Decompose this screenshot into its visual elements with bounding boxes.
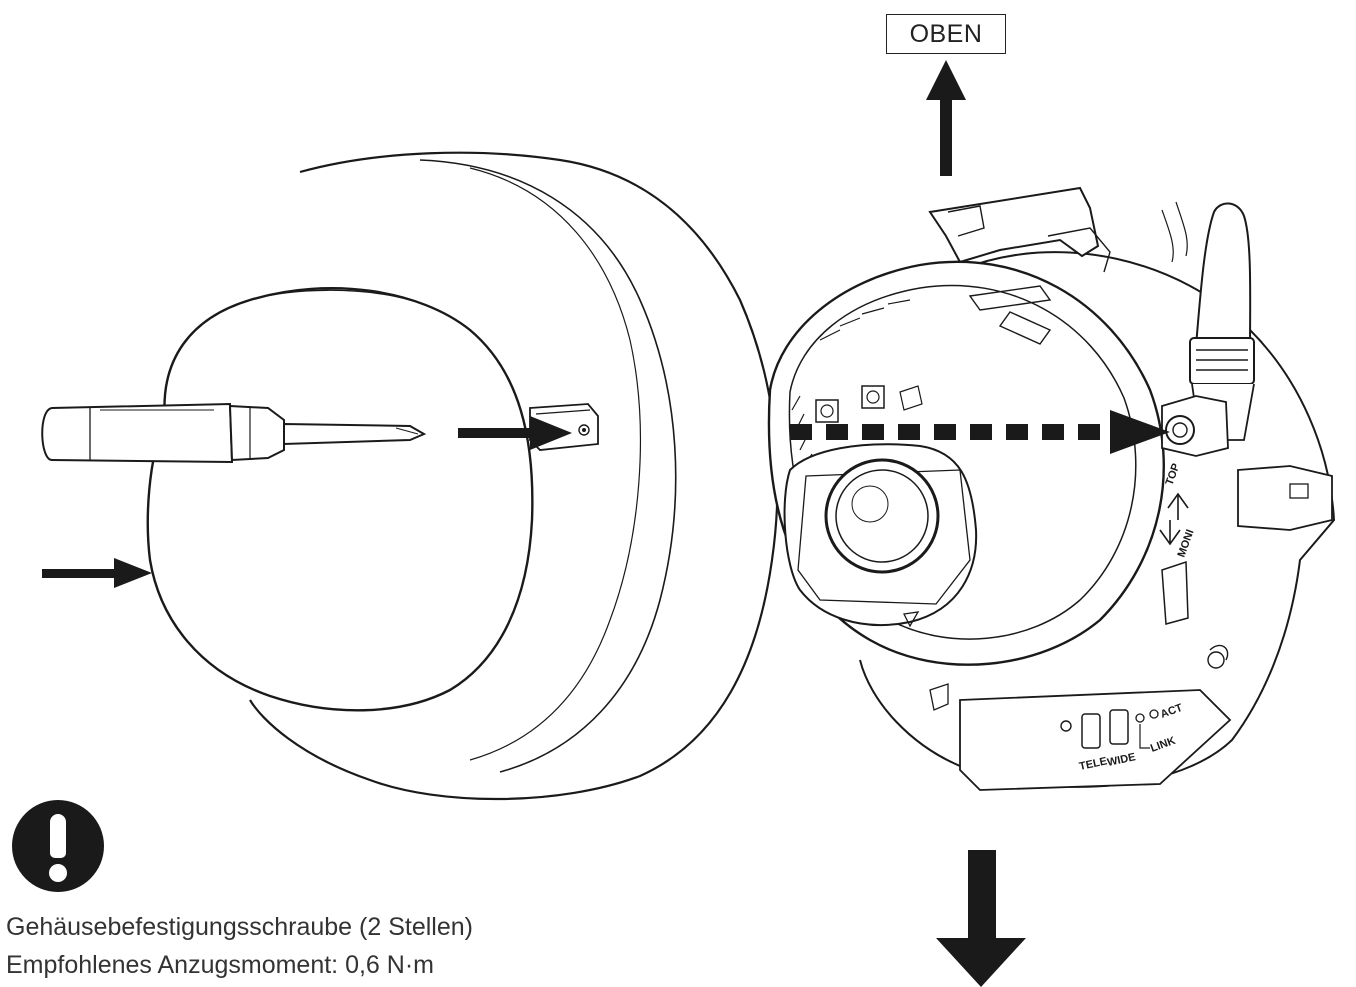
exclamation-circle-icon — [12, 800, 104, 892]
dome-cover — [146, 151, 779, 801]
arrow-right-icon — [42, 558, 152, 588]
up-label-box: OBEN — [886, 14, 1006, 54]
label-wide: WIDE — [1106, 751, 1137, 769]
screwdriver — [41, 402, 427, 464]
camera-body — [767, 186, 1336, 791]
arrow-up-icon — [926, 60, 966, 176]
arrow-right-icon — [458, 416, 572, 450]
caption-torque: Empfohlenes Anzugsmoment: 0,6 N·m — [6, 951, 434, 979]
exclamation-dot — [49, 864, 67, 882]
exclamation-bar — [50, 814, 66, 858]
arrow-down-icon — [936, 850, 1026, 987]
dashed-arrow — [790, 410, 1170, 454]
up-label: OBEN — [909, 19, 983, 48]
label-tele: TELE — [1078, 755, 1108, 773]
caption-screw: Gehäusebefestigungsschraube (2 Stellen) — [6, 913, 473, 941]
caption: Gehäusebefestigungsschraube (2 Stellen) … — [6, 908, 473, 984]
